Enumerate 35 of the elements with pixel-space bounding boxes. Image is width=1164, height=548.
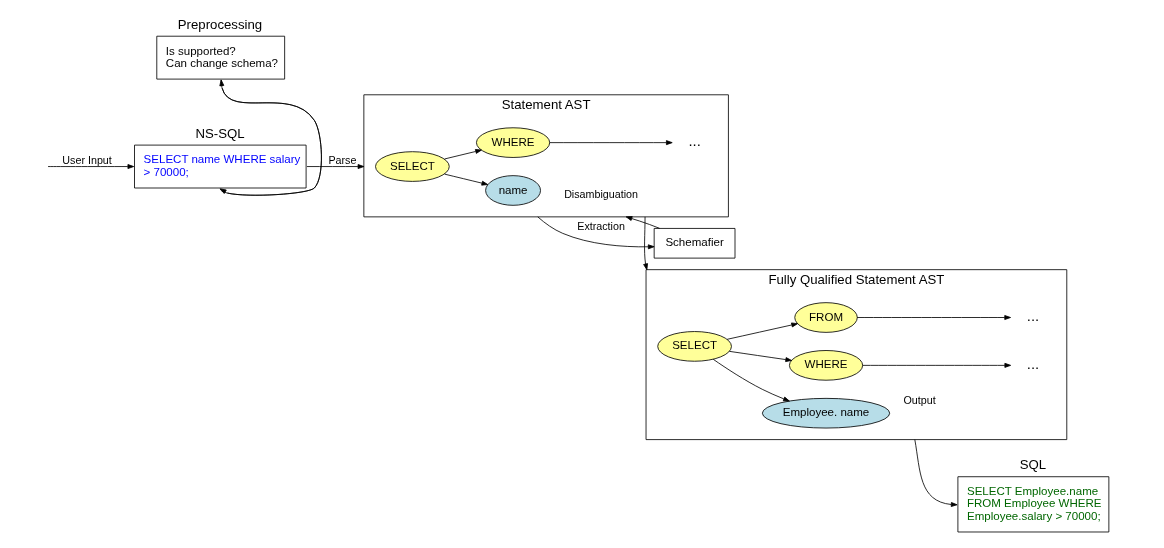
node-box: SELECT name WHERE salary > 70000;	[134, 144, 307, 189]
edge-label: Parse	[328, 153, 357, 166]
arrow	[726, 322, 798, 340]
node-label: NS-SQL	[195, 125, 245, 141]
arrow	[444, 149, 482, 160]
arrow	[729, 350, 792, 363]
node-ellipse: FROM	[794, 302, 858, 333]
node-label: Preprocessing	[177, 16, 263, 32]
edge-label: Output	[903, 394, 936, 407]
arrow	[219, 79, 322, 196]
node-box: Is supported? Can change schema?	[156, 35, 286, 80]
node-ellipse: SELECT	[375, 151, 450, 182]
arrow	[862, 362, 1012, 368]
arrow	[625, 216, 660, 229]
arrow	[643, 216, 648, 271]
node-box: Schemafier	[653, 228, 736, 259]
node-ellipse: WHERE	[789, 350, 864, 381]
arrow	[444, 173, 489, 186]
node-ellipse: SELECT	[657, 331, 732, 362]
arrow	[306, 164, 365, 169]
arrow	[712, 358, 790, 402]
edge-label: Extraction	[577, 220, 625, 233]
arrow	[914, 439, 958, 507]
node-text: ...	[688, 133, 701, 150]
edge-label: User Input	[62, 153, 112, 166]
arrow	[47, 164, 135, 169]
node-text: ...	[1026, 355, 1040, 372]
arrow	[537, 216, 655, 250]
node-ellipse: name	[485, 175, 541, 206]
node-label: SQL	[1019, 457, 1047, 473]
arrow	[549, 140, 673, 146]
arrow	[856, 315, 1011, 320]
edge-label: Disambiguation	[564, 188, 639, 201]
node-box: SELECT Employee.name FROM Employee WHERE Employee.salary > 70000;	[957, 476, 1110, 533]
node-text: ...	[1026, 308, 1040, 325]
